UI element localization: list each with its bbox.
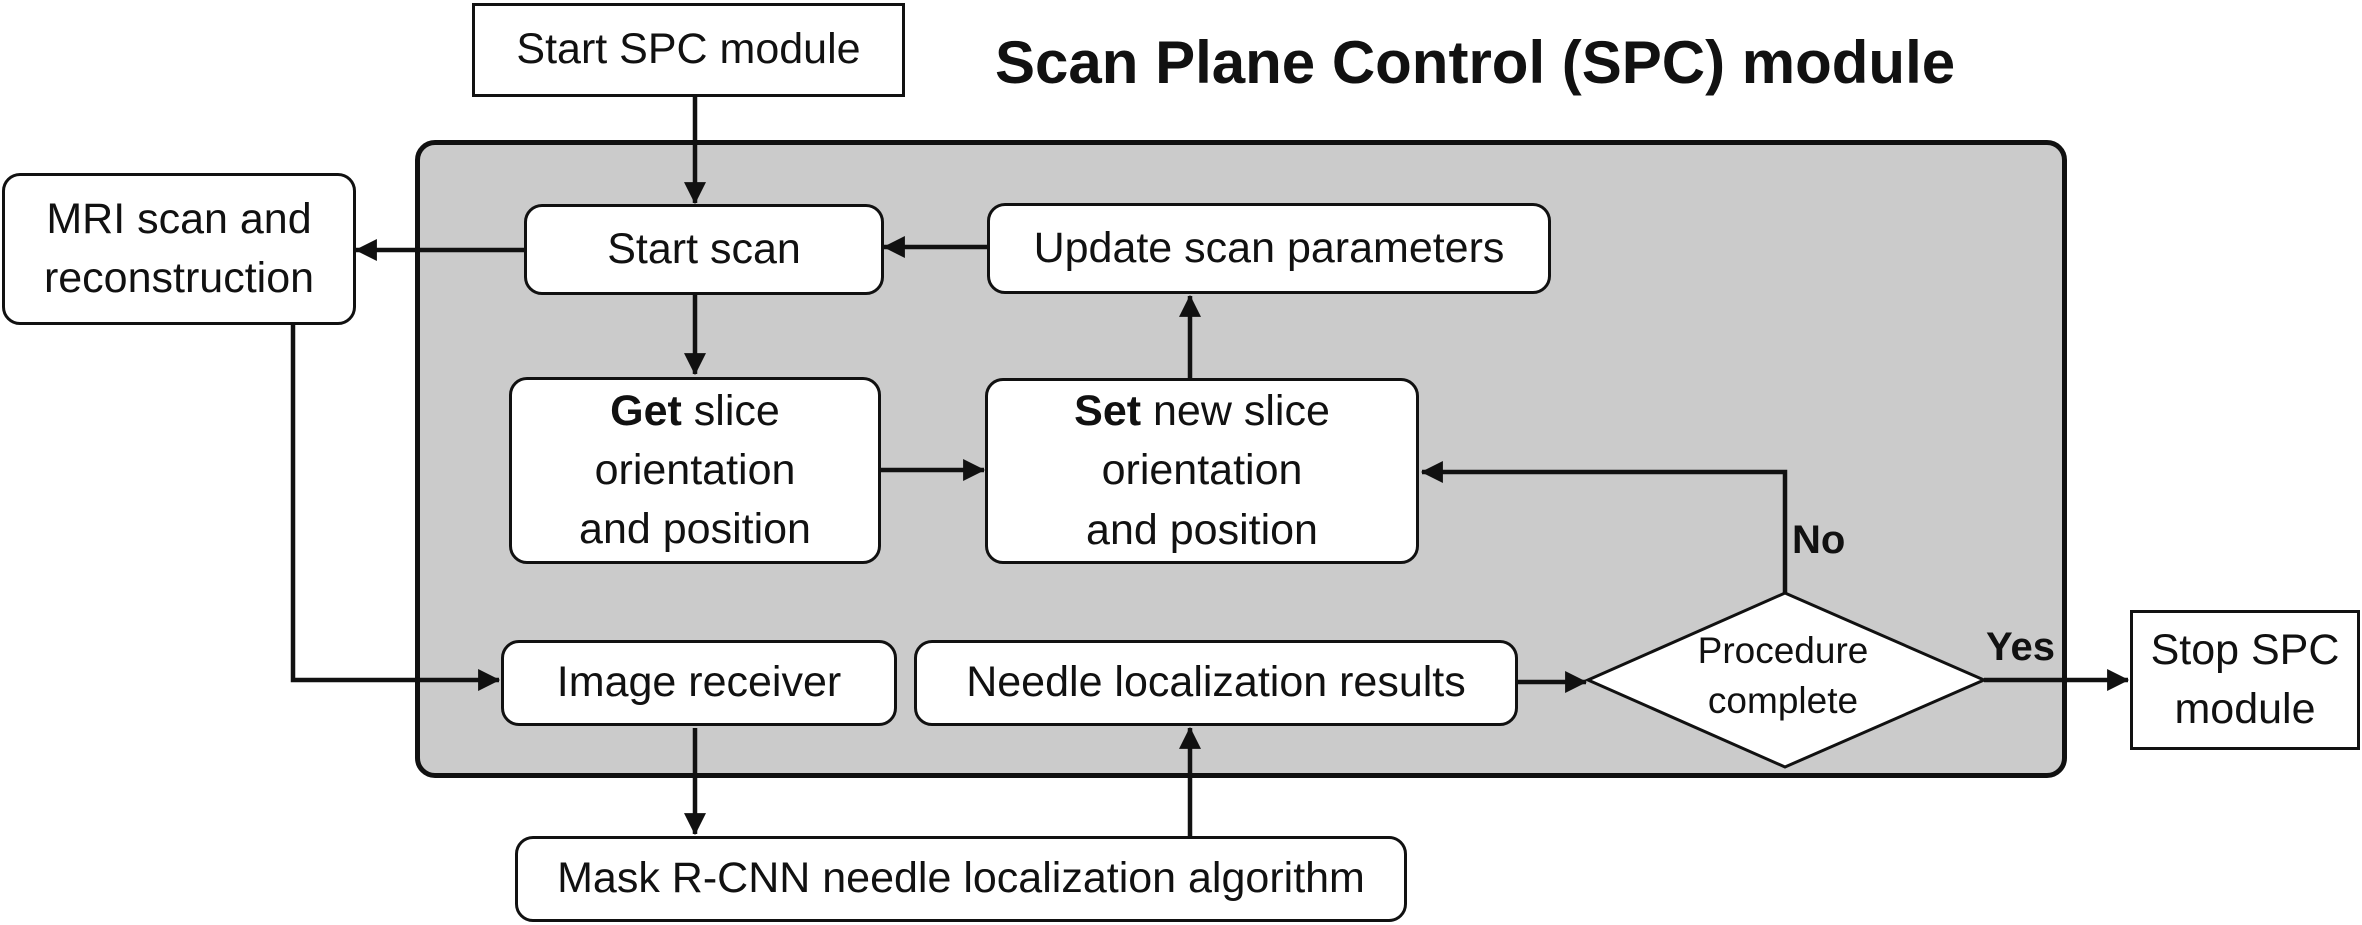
get-slice-node: Get slice orientation and position: [509, 377, 881, 564]
set-slice-line3: and position: [1086, 505, 1318, 554]
stop-label-line1: Stop SPC: [2150, 625, 2340, 674]
arrow-no-to-set: [1420, 461, 1788, 593]
update-params-label: Update scan parameters: [1033, 223, 1505, 272]
set-slice-node: Set new slice orientation and position: [985, 378, 1419, 564]
needle-results-label: Needle localization results: [966, 658, 1466, 707]
decision-line2: complete: [1707, 679, 1859, 721]
get-slice-line2: orientation: [594, 445, 796, 494]
mask-rcnn-label: Mask R-CNN needle localization algorithm: [557, 854, 1365, 903]
decision-line1: Procedure: [1697, 630, 1869, 671]
get-bold: Get: [610, 386, 682, 435]
arrow-mri-to-receiver: [290, 325, 501, 691]
start-scan-label: Start scan: [607, 224, 801, 273]
image-receiver-label: Image receiver: [556, 658, 842, 707]
mri-scan-node: MRI scan and reconstruction: [2, 173, 356, 325]
decision-text: Procedure complete: [1588, 626, 1978, 726]
set-slice-line1: Set new slice: [1074, 382, 1330, 441]
diagram-title: Scan Plane Control (SPC) module: [995, 29, 1956, 96]
image-receiver-node: Image receiver: [501, 640, 897, 726]
get-slice-line1: Get slice: [610, 382, 780, 441]
mask-rcnn-node: Mask R-CNN needle localization algorithm: [515, 836, 1407, 922]
get-slice-line3: and position: [579, 505, 811, 554]
stop-label-line2: module: [2174, 685, 2316, 733]
mri-label-line2: reconstruction: [43, 254, 315, 302]
start-spc-label: Start SPC module: [516, 25, 861, 74]
needle-results-node: Needle localization results: [914, 640, 1518, 726]
mri-label-line1: MRI scan and: [46, 194, 312, 243]
start-spc-node: Start SPC module: [472, 3, 905, 97]
edge-label-yes: Yes: [1986, 625, 2055, 669]
set-bold: Set: [1074, 387, 1142, 435]
decision-diamond: [1584, 591, 1988, 769]
start-scan-node: Start scan: [524, 204, 884, 295]
get-rest: slice: [681, 386, 780, 435]
stop-spc-node: Stop SPC module: [2130, 610, 2360, 750]
edge-label-no: No: [1792, 518, 1846, 562]
update-params-node: Update scan parameters: [987, 203, 1551, 294]
set-rest: new slice: [1141, 387, 1330, 435]
set-slice-line2: orientation: [1101, 446, 1303, 495]
